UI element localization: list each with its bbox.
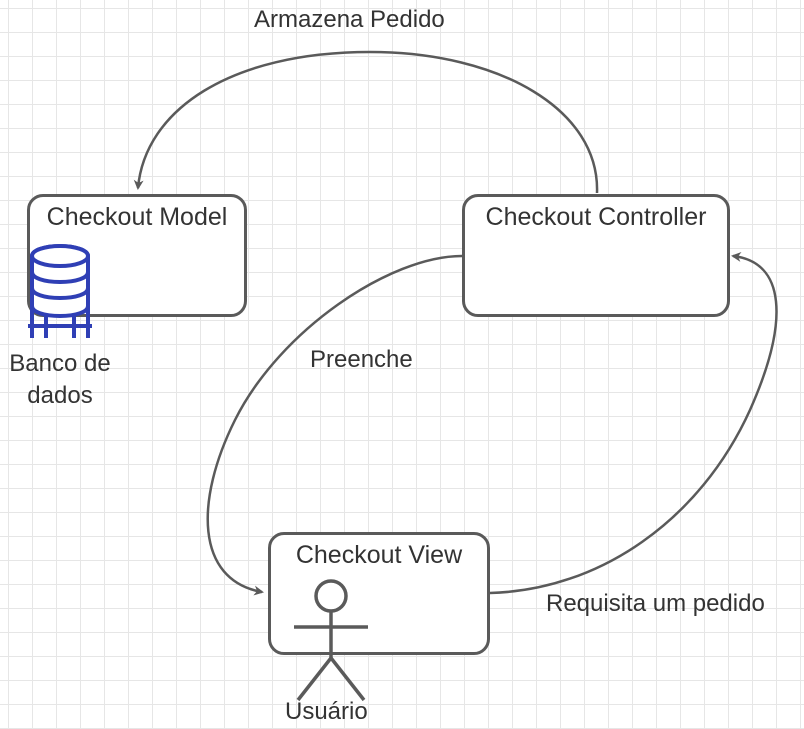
edge-store-order-label: Armazena Pedido <box>254 6 445 33</box>
checkout-controller-node[interactable]: Checkout Controller <box>462 194 730 317</box>
checkout-view-node[interactable]: Checkout View <box>268 532 490 655</box>
database-label-line2: dados <box>27 382 93 409</box>
database-icon <box>28 244 92 338</box>
checkout-model-title: Checkout Model <box>46 203 228 231</box>
database-label-line1: Banco de <box>9 350 111 377</box>
user-actor-icon <box>294 579 368 702</box>
actor-label: Usuário <box>285 698 368 725</box>
edge-fill-label: Preenche <box>310 346 413 373</box>
checkout-view-title: Checkout View <box>295 541 463 569</box>
edge-store-order <box>133 50 599 194</box>
edge-fill <box>206 254 463 596</box>
checkout-controller-title: Checkout Controller <box>485 203 707 231</box>
edge-request-order-label: Requisita um pedido <box>546 590 765 617</box>
edge-request-order <box>489 251 778 595</box>
database-label: Banco de dados <box>0 348 120 412</box>
